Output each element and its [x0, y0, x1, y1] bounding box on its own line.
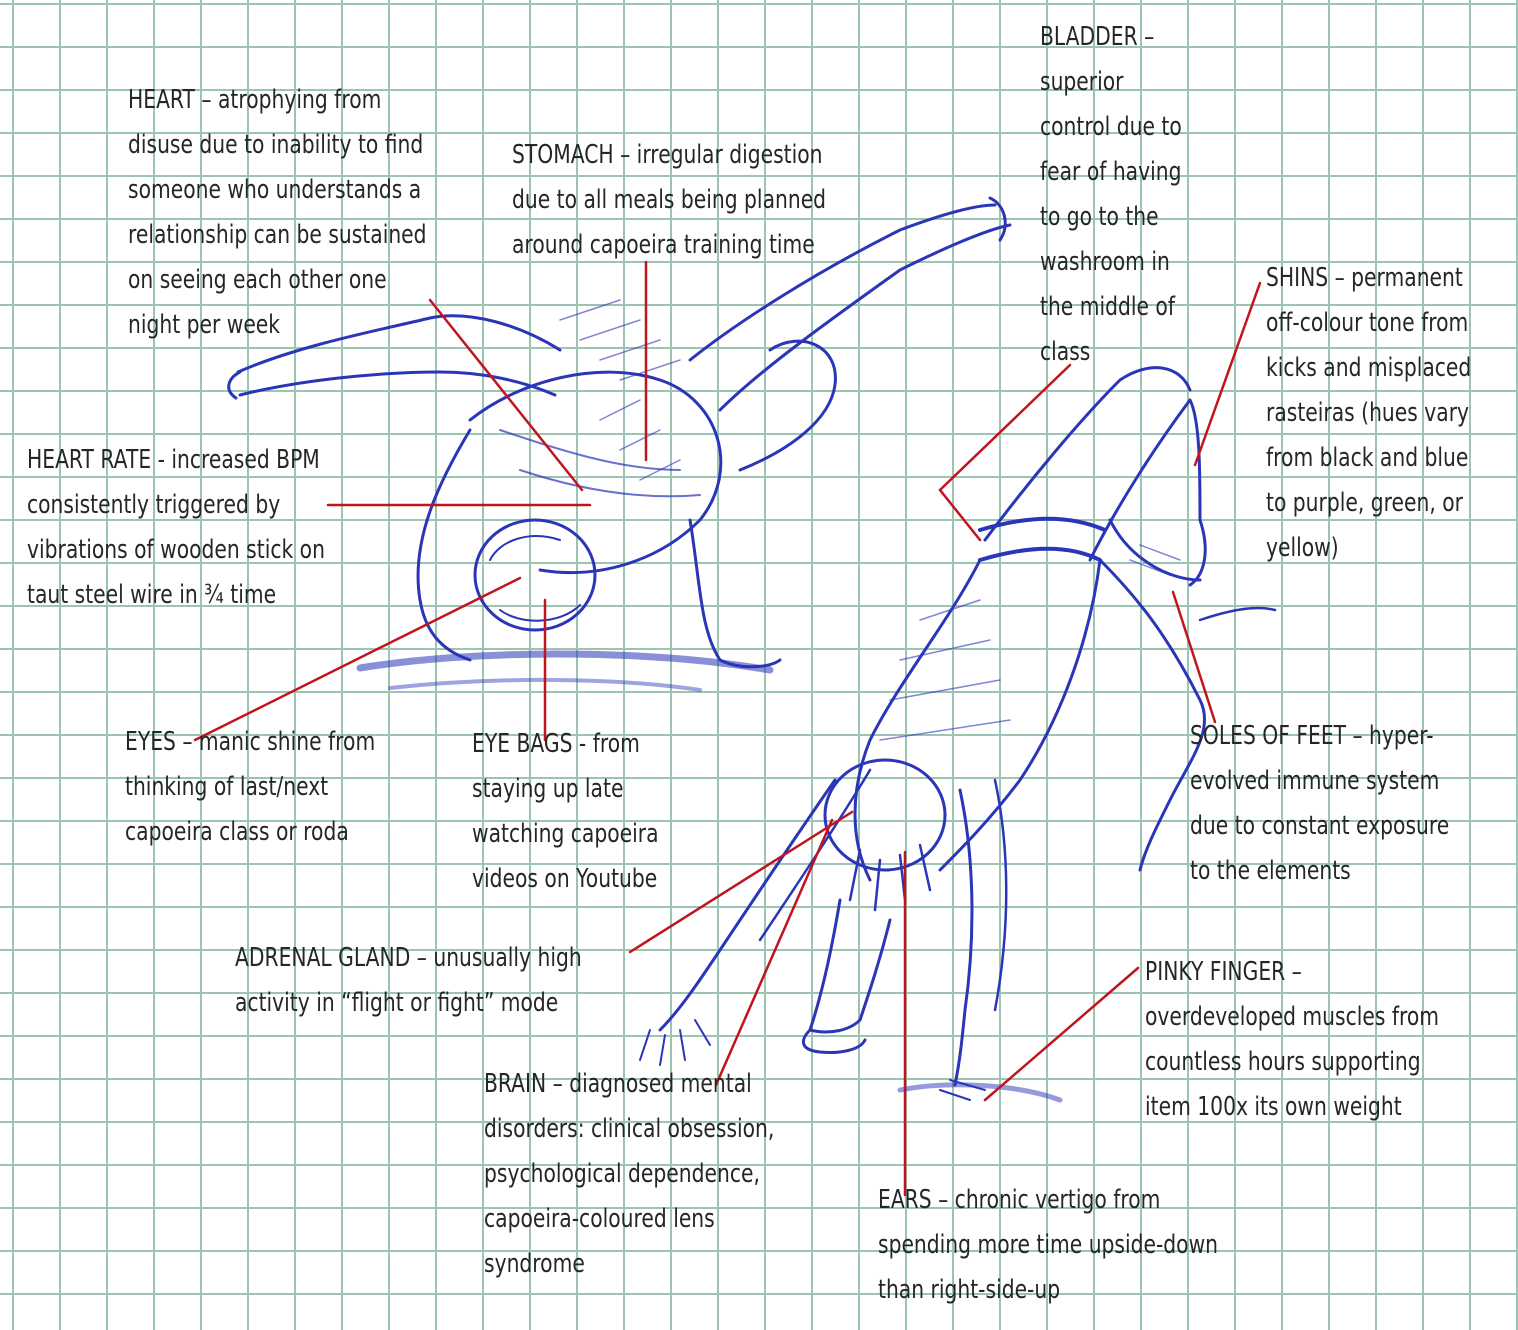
label-heart: HEART – atrophying from disuse due to in…	[128, 78, 427, 348]
label-shins: SHINS – permanent off-colour tone from k…	[1266, 256, 1471, 571]
leader-adrenal	[630, 812, 852, 952]
label-pinky-finger: PINKY FINGER – overdeveloped muscles fro…	[1145, 950, 1439, 1130]
label-stomach: STOMACH – irregular digestion due to all…	[512, 133, 826, 268]
label-heart-rate: HEART RATE - increased BPM consistently …	[27, 438, 325, 618]
label-brain: BRAIN – diagnosed mental disorders: clin…	[484, 1062, 774, 1287]
leader-soles	[1173, 592, 1215, 722]
label-bladder: BLADDER – superior control due to fear o…	[1040, 15, 1182, 375]
leader-pinky	[985, 968, 1138, 1100]
label-ears: EARS – chronic vertigo from spending mor…	[878, 1178, 1218, 1313]
label-eyes: EYES – manic shine from thinking of last…	[125, 720, 375, 855]
leader-shins	[1195, 283, 1260, 465]
label-adrenal-gland: ADRENAL GLAND – unusually high activity …	[235, 936, 582, 1026]
label-soles: SOLES OF FEET – hyper- evolved immune sy…	[1190, 714, 1449, 894]
label-eye-bags: EYE BAGS - from staying up late watching…	[472, 722, 659, 902]
